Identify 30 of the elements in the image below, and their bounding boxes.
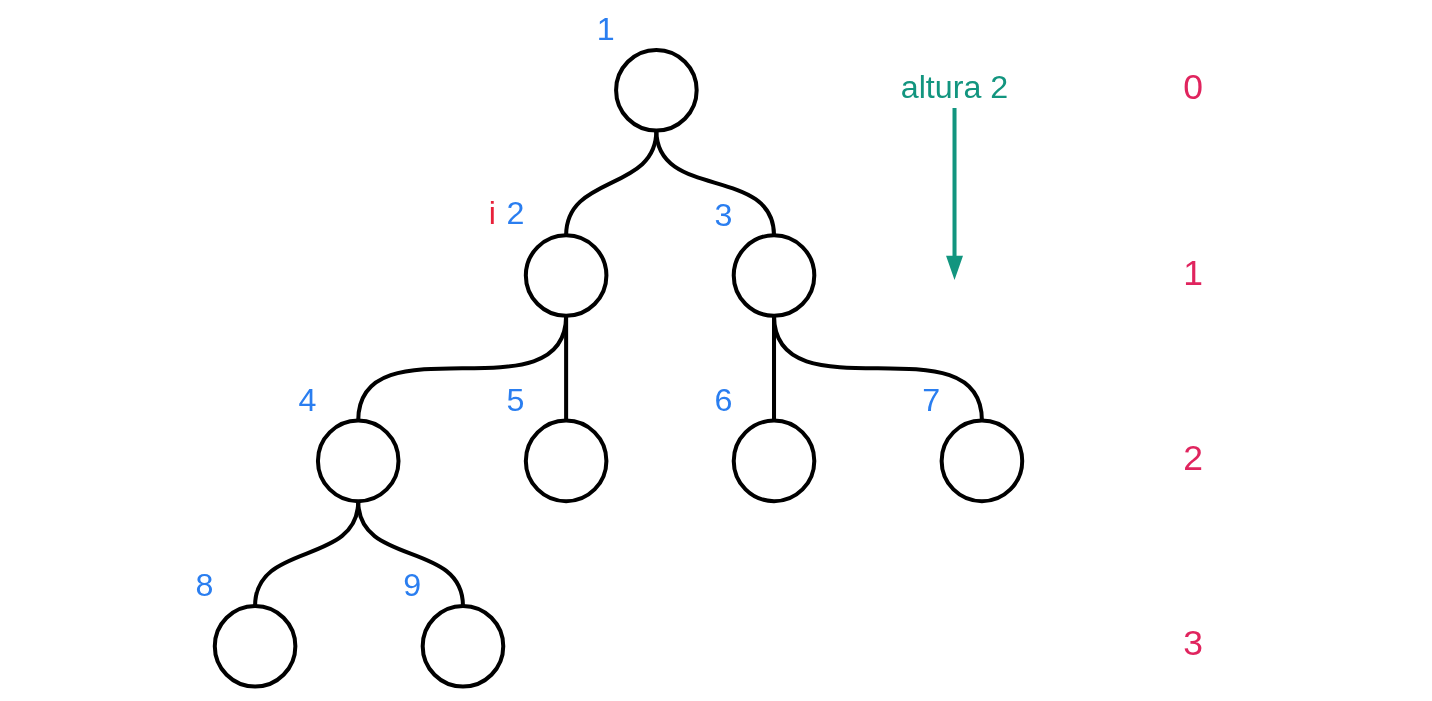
node-label: i bbox=[488, 194, 496, 231]
node-label: 6 bbox=[714, 381, 733, 418]
connector bbox=[564, 315, 569, 421]
node-circle bbox=[315, 418, 401, 504]
node-label: 7 bbox=[922, 381, 941, 418]
node-circle bbox=[731, 418, 817, 504]
node-circle bbox=[523, 418, 609, 504]
node-label: 4 bbox=[298, 381, 317, 418]
node-circle bbox=[523, 233, 609, 318]
label: 3 bbox=[1183, 623, 1203, 664]
connector bbox=[772, 315, 984, 421]
connector bbox=[356, 500, 465, 607]
node-label: 5 bbox=[506, 381, 525, 418]
node-circle bbox=[212, 603, 298, 689]
label: 1 bbox=[1183, 252, 1203, 293]
node-circle bbox=[420, 603, 506, 689]
node-label: 1 bbox=[596, 11, 615, 48]
node-circle bbox=[614, 47, 699, 133]
node-label: 8 bbox=[195, 567, 214, 604]
arrow bbox=[946, 108, 963, 280]
node-label: 9 bbox=[403, 567, 422, 604]
node-label: 2 bbox=[506, 194, 525, 231]
node-label: 3 bbox=[714, 196, 733, 233]
connector bbox=[356, 315, 569, 421]
connector bbox=[654, 130, 776, 236]
label: 0 bbox=[1183, 67, 1203, 108]
node-circle bbox=[731, 233, 817, 318]
node-circle bbox=[939, 418, 1025, 504]
label: 2 bbox=[1183, 437, 1203, 478]
node-text: altura 2 bbox=[900, 69, 1009, 106]
